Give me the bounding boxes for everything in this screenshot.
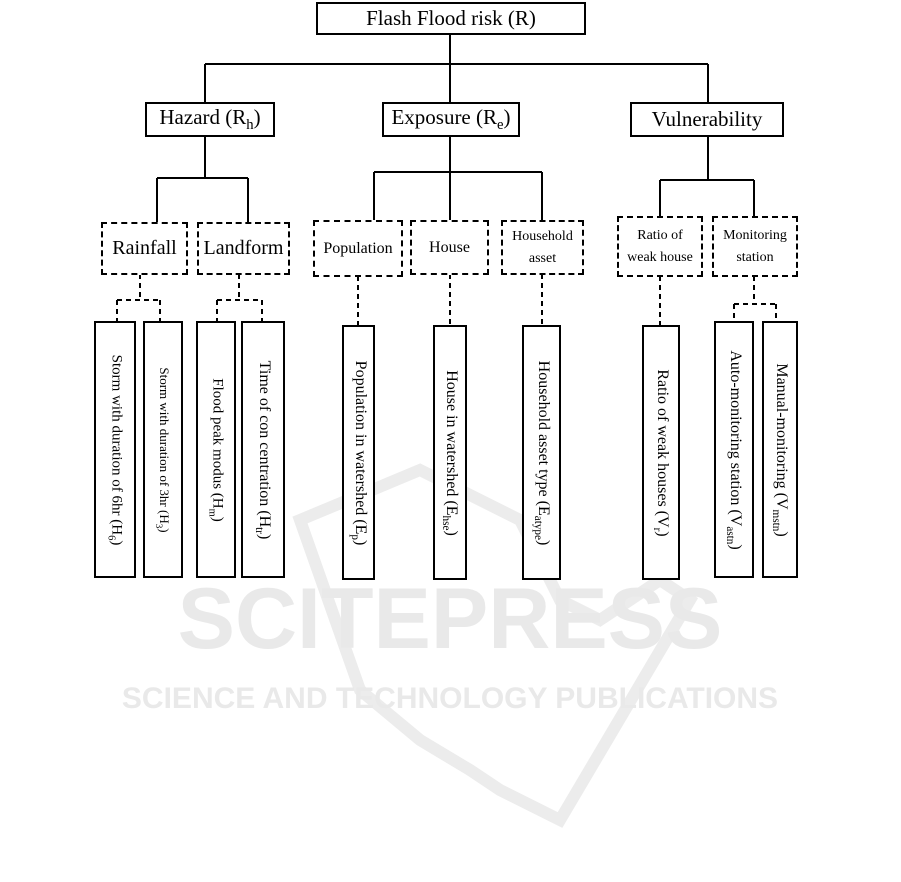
category-exposure-label: Exposure (Re): [391, 104, 511, 134]
indicator-storm-6hr: Storm with duration of 6hr (H6): [94, 321, 136, 578]
indicator-household-asset-type: Household asset type (Eatype): [522, 325, 561, 580]
indicator-population-in-watershed: Population in watershed (Ep): [342, 325, 375, 580]
watermark-logo-shape: [292, 463, 699, 828]
factor-household-asset: Household asset: [501, 220, 584, 275]
indicator-storm-3hr: Storm with duration of 3hr (H3): [143, 321, 183, 578]
indicator-time-of-concentration: Time of con centration (Htr): [241, 321, 285, 578]
indicator-auto-monitoring-station: Auto-monitoring station (Vastn): [714, 321, 754, 578]
factor-ratio-weak-house: Ratio of weak house: [617, 216, 703, 277]
indicator-ratio-of-weak-houses: Ratio of weak houses (Vr): [642, 325, 680, 580]
indicator-flood-peak-modus: Flood peak modus (Hm): [196, 321, 236, 578]
category-hazard-label: Hazard (Rh): [159, 104, 261, 134]
watermark-title: SCITEPRESS: [178, 571, 723, 667]
factor-house: House: [410, 220, 489, 275]
factor-monitoring-station: Monitoring station: [712, 216, 798, 277]
factor-landform: Landform: [197, 222, 290, 275]
root-node: Flash Flood risk (R): [316, 2, 586, 35]
watermark-subtitle: SCIENCE AND TECHNOLOGY PUBLICATIONS: [122, 682, 778, 715]
category-exposure: Exposure (Re): [382, 102, 520, 137]
category-hazard: Hazard (Rh): [145, 102, 275, 137]
category-vulnerability: Vulnerability: [630, 102, 784, 137]
category-vulnerability-label: Vulnerability: [651, 107, 763, 131]
indicator-manual-monitoring: Manual-monitoring (Vmstn): [762, 321, 798, 578]
factor-rainfall: Rainfall: [101, 222, 188, 275]
factor-population: Population: [313, 220, 403, 277]
indicator-house-in-watershed: House in watershed (Ehse): [433, 325, 467, 580]
root-label: Flash Flood risk (R): [366, 6, 536, 30]
